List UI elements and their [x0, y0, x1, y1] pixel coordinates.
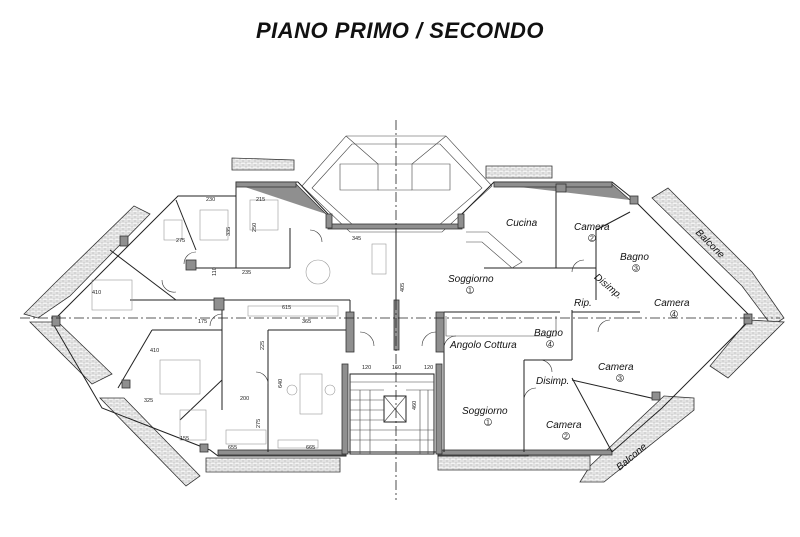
room-number-circle: [588, 234, 596, 242]
room-number-circle: [562, 432, 570, 440]
room-label-soggiorno-1-bottom: Soggiorno: [462, 406, 508, 417]
dimension-label: 250: [252, 223, 258, 232]
dimension-label: 325: [144, 398, 153, 404]
room-number-soggiorno-1-top: 1: [468, 288, 472, 295]
balcony-top-left: [231, 157, 295, 171]
dimension-label: 120: [362, 365, 371, 371]
room-number-camera-2-top: 2: [590, 236, 594, 243]
room-label-bagno-4: Bagno: [534, 328, 563, 339]
balcony-right-lower: [709, 319, 785, 379]
balcony-left-lower: [29, 321, 113, 385]
room-labels: Cucina Camera 2 Bagno 3 Soggiorno 1 Disi…: [448, 218, 727, 473]
room-number-circle: [670, 310, 678, 318]
room-number-soggiorno-1-bottom: 1: [486, 420, 490, 427]
dimension-label: 120: [424, 365, 433, 371]
dimension-label: 275: [256, 419, 262, 428]
page-title: PIANO PRIMO / SECONDO: [256, 18, 544, 43]
room-label-disimp-top: Disimp.: [592, 272, 625, 302]
kitchen-counter: [466, 231, 523, 269]
balcony-bottom-mid-left: [205, 457, 341, 473]
dimension-label: 615: [282, 305, 291, 311]
balconies: [23, 157, 785, 487]
dimension-label: 460: [412, 401, 418, 410]
dimension-label: 665: [306, 445, 315, 451]
wall-segment: [437, 449, 613, 456]
dimension-label: 655: [228, 445, 237, 451]
dimension-label: 175: [198, 319, 207, 325]
balcony-bottom-right: [579, 395, 695, 483]
room-label-camera-3: Camera: [598, 362, 634, 373]
room-label-camera-2-bottom: Camera: [546, 420, 582, 431]
room-number-camera-4: 4: [672, 312, 676, 319]
room-number-circle: [632, 264, 640, 272]
balcony-top-mid: [485, 165, 553, 179]
room-number-circle: [484, 418, 492, 426]
dimension-label: 345: [352, 236, 361, 242]
balcony-bottom-left: [99, 397, 201, 487]
kitchen-counter-bottom: [445, 316, 557, 337]
dimension-label: 225: [260, 341, 266, 350]
wall-segment: [493, 181, 613, 188]
room-label-soggiorno-1-top: Soggiorno: [448, 274, 494, 285]
stairwell: [349, 373, 435, 455]
balcony-top-right: [651, 187, 785, 327]
wall-blocks: [51, 183, 753, 455]
stair-steps: [350, 381, 434, 454]
dimension-label: 410: [92, 290, 101, 296]
door-swings: [161, 229, 611, 401]
room-label-cucina: Cucina: [506, 218, 538, 229]
dimension-label: 235: [242, 270, 251, 276]
room-label-bagno-3: Bagno: [620, 252, 649, 263]
dimension-label: 405: [400, 283, 406, 292]
room-label-angolo-cottura: Angolo Cottura: [449, 340, 517, 351]
wall-segment: [327, 223, 463, 230]
balcony-bottom-mid-right: [437, 455, 591, 471]
balcony-left-upper: [23, 205, 151, 319]
room-label-camera-2-top: Camera: [574, 222, 610, 233]
dimension-label: 160: [392, 365, 401, 371]
room-number-circle: [546, 340, 554, 348]
dimension-label: 200: [240, 396, 249, 402]
dimension-label: 275: [176, 238, 185, 244]
room-label-rip: Rip.: [574, 298, 592, 309]
dimension-label: 155: [180, 436, 189, 442]
dimension-label: 365: [302, 319, 311, 325]
dimension-label: 110: [212, 267, 218, 276]
dimension-label: 410: [150, 348, 159, 354]
room-number-bagno-3: 3: [634, 266, 638, 273]
dimension-label: 215: [256, 197, 265, 203]
dimension-label: 335: [226, 227, 232, 236]
room-label-disimp-bottom: Disimp.: [536, 376, 569, 387]
dimension-label: 230: [206, 197, 215, 203]
room-number-circle: [616, 374, 624, 382]
wall-segment: [217, 449, 347, 456]
dimension-labels: 230 215 345 235 615 365 175 120 160 120 …: [92, 197, 433, 451]
dimension-label: 640: [278, 379, 284, 388]
wall-segment: [235, 181, 297, 188]
room-label-camera-4: Camera: [654, 298, 690, 309]
room-number-bagno-4: 4: [548, 342, 552, 349]
room-number-camera-3: 3: [618, 376, 622, 383]
furniture: [91, 199, 387, 449]
room-number-camera-2-bottom: 2: [564, 434, 568, 441]
room-number-circle: [466, 286, 474, 294]
